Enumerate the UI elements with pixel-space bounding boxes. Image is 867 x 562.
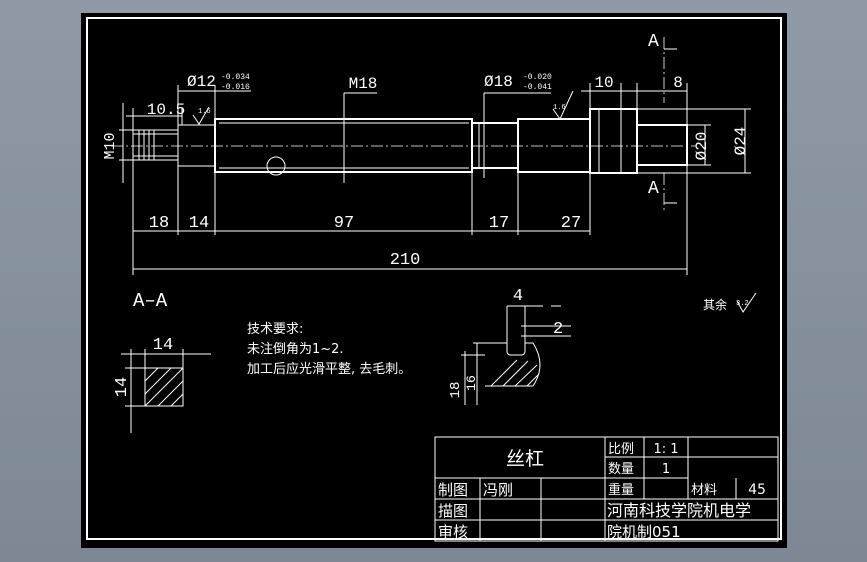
d24-collar xyxy=(589,108,638,174)
dim-210: 210 xyxy=(390,251,421,270)
title-block: 丝杠 比例 1: 1 数量 1 重量 材料 45 制图 冯刚 描图 审核 河南科… xyxy=(434,436,779,542)
hole-mark xyxy=(266,156,286,176)
tech-line-1: 未注倒角为1~2. xyxy=(247,342,344,357)
d20-end xyxy=(636,124,688,166)
section-ref-a-bottom: A xyxy=(648,179,659,199)
dim-d18-tol-up: -0.020 xyxy=(523,73,552,82)
cad-viewport[interactable]: M10 10.5 1.6 Ø12 -0.034 -0.016 M18 Ø18 -… xyxy=(81,13,787,548)
section-height: 14 xyxy=(113,377,132,397)
groove-profile xyxy=(485,342,541,387)
roughness-symbol-2 xyxy=(552,90,574,120)
d12-journal xyxy=(177,124,216,167)
shaft-mid-section xyxy=(517,118,591,173)
scale-value: 1: 1 xyxy=(653,442,678,457)
section-ref-a-top: A xyxy=(648,32,659,52)
checked-label: 审核 xyxy=(438,523,468,541)
qty-label: 数量 xyxy=(608,462,634,477)
roughness-value-1: 1.6 xyxy=(198,108,211,116)
scale-label: 比例 xyxy=(608,442,634,457)
dim-14: 14 xyxy=(189,214,209,233)
surface-note-text: 其余 xyxy=(703,297,727,312)
roughness-symbol-1 xyxy=(192,106,210,125)
surface-symbol xyxy=(736,292,757,313)
dim-d18-tol-low: -0.041 xyxy=(523,83,552,92)
tech-line-2: 加工后应光滑平整, 去毛刺。 xyxy=(247,361,411,377)
dim-m18: M18 xyxy=(349,75,378,93)
groove-width: 4 xyxy=(513,287,523,306)
drawing-border xyxy=(86,17,782,540)
dim-8-top: 8 xyxy=(673,74,683,92)
dim-97: 97 xyxy=(334,214,354,233)
qty-value: 1 xyxy=(662,462,670,477)
drawn-label: 制图 xyxy=(438,481,468,499)
org-line-1: 河南科技学院机电学 xyxy=(607,501,751,520)
part-name: 丝杠 xyxy=(506,448,544,470)
groove-d18: 18 xyxy=(448,382,464,399)
dim-d12-tol-up: -0.034 xyxy=(221,73,250,82)
dim-d12-tol-low: -0.016 xyxy=(221,83,250,92)
roughness-value-2: 1.6 xyxy=(553,104,566,112)
section-square xyxy=(144,367,184,407)
dim-10-5: 10.5 xyxy=(147,101,185,119)
section-a-a: A–A 14 14 xyxy=(113,290,211,433)
section-width: 14 xyxy=(153,336,173,355)
dim-d24: Ø24 xyxy=(732,127,750,156)
dim-27: 27 xyxy=(561,214,581,233)
dim-d18: Ø18 xyxy=(484,73,513,91)
weight-label: 重量 xyxy=(608,482,634,498)
groove-detail: 4 2 18 16 xyxy=(448,287,571,405)
dim-m10: M10 xyxy=(102,132,119,159)
shaft-view xyxy=(111,108,696,176)
section-title: A–A xyxy=(133,290,168,312)
tech-requirements: 技术要求: 未注倒角为1~2. 加工后应光滑平整, 去毛刺。 xyxy=(247,322,411,377)
dim-10-top: 10 xyxy=(594,74,613,92)
tech-title: 技术要求: xyxy=(247,322,303,337)
surface-value: 3.2 xyxy=(736,300,749,308)
groove-depth: 2 xyxy=(553,320,563,339)
material-value: 45 xyxy=(748,482,766,498)
drawn-value: 冯刚 xyxy=(483,481,513,499)
org-line-2: 院机制051 xyxy=(607,523,681,541)
traced-label: 描图 xyxy=(438,502,468,520)
dimensions: M10 10.5 1.6 Ø12 -0.034 -0.016 M18 Ø18 -… xyxy=(102,32,751,275)
material-label: 材料 xyxy=(691,483,717,498)
dim-d12: Ø12 xyxy=(187,73,216,91)
surface-note: 其余 3.2 xyxy=(703,292,757,313)
dim-17: 17 xyxy=(489,214,509,233)
dim-d20: Ø20 xyxy=(693,132,711,161)
groove-d16: 16 xyxy=(464,375,479,391)
dim-18: 18 xyxy=(149,214,169,233)
drawing-sheet: M10 10.5 1.6 Ø12 -0.034 -0.016 M18 Ø18 -… xyxy=(86,17,782,542)
